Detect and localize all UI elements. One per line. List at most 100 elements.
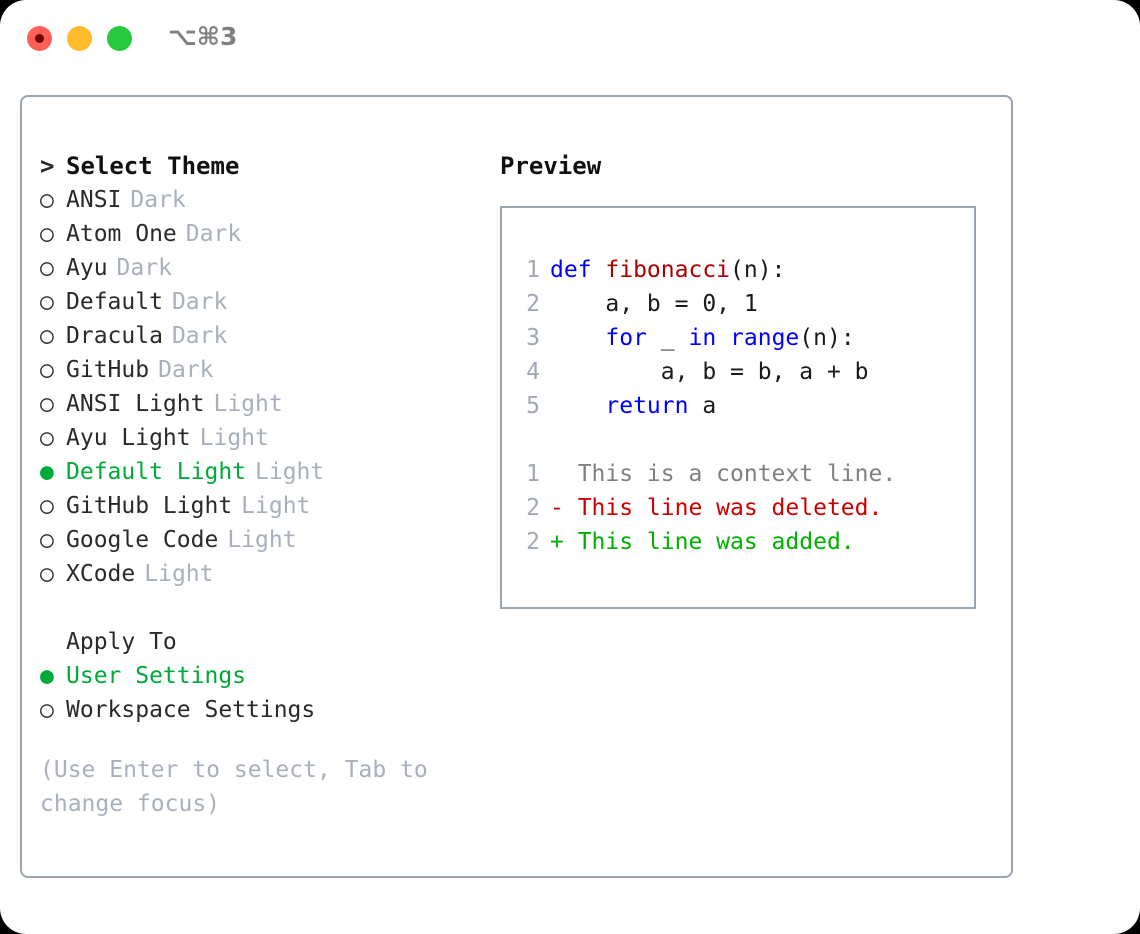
code-line: 2 a, b = 0, 1 — [514, 287, 896, 321]
theme-variant-tag: Light — [199, 425, 269, 451]
code-token: in — [688, 325, 717, 351]
apply-to-options: ●User Settings○Workspace Settings — [40, 659, 480, 727]
preview-title: Preview — [500, 152, 602, 180]
title-bar: ⌥⌘3 — [0, 0, 1140, 78]
theme-list-item[interactable]: ○ Ayu Dark — [40, 251, 480, 285]
line-number: 2 — [526, 495, 540, 521]
theme-variant-tag: Dark — [130, 187, 186, 213]
code-token — [716, 325, 730, 351]
code-token: a, b = 0, 1 — [550, 291, 758, 317]
code-token — [550, 325, 605, 351]
radio-unselected-icon: ○ — [40, 221, 54, 247]
line-number: 4 — [526, 359, 540, 385]
radio-unselected-icon: ○ — [40, 493, 54, 519]
minimize-window-button[interactable] — [67, 26, 92, 51]
code-token: return — [605, 393, 689, 419]
diff-line-text: - This line was deleted. — [550, 495, 883, 521]
line-number: 5 — [526, 393, 540, 419]
theme-name-label: Ayu — [66, 255, 108, 281]
radio-unselected-icon: ○ — [40, 289, 54, 315]
keyboard-hint-text: (Use Enter to select, Tab to change focu… — [40, 757, 428, 817]
line-number: 2 — [526, 291, 540, 317]
code-token: a — [688, 393, 717, 419]
theme-name-label: ANSI — [66, 187, 122, 213]
apply-to-option[interactable]: ●User Settings — [40, 659, 480, 693]
theme-list-item[interactable]: ○ Atom One Dark — [40, 217, 480, 251]
diff-line: 1 This is a context line. — [514, 457, 896, 491]
select-theme-heading-label: Select Theme — [66, 152, 240, 180]
apply-to-option[interactable]: ○Workspace Settings — [40, 693, 480, 727]
code-token: fibonacci — [605, 257, 731, 283]
select-theme-heading: > Select Theme — [40, 149, 480, 183]
close-window-button[interactable] — [27, 26, 52, 51]
code-token: (n): — [799, 325, 855, 351]
theme-variant-tag: Light — [144, 561, 214, 587]
diff-line-text: This is a context line. — [550, 461, 897, 487]
radio-unselected-icon: ○ — [40, 391, 54, 417]
radio-unselected-icon: ○ — [40, 697, 54, 723]
apply-to-heading: Apply To — [66, 629, 177, 655]
prompt-caret-icon: > — [40, 152, 55, 180]
radio-unselected-icon: ○ — [40, 187, 54, 213]
radio-unselected-icon: ○ — [40, 357, 54, 383]
theme-list-item[interactable]: ○ ANSI Dark — [40, 183, 480, 217]
code-line: 4 a, b = b, a + b — [514, 355, 896, 389]
theme-name-label: Dracula — [66, 323, 163, 349]
code-token: range — [730, 325, 800, 351]
code-token: _ — [646, 325, 689, 351]
code-token: def — [550, 257, 606, 283]
radio-selected-icon: ● — [40, 459, 54, 485]
theme-name-label: GitHub — [66, 357, 150, 383]
theme-variant-tag: Light — [241, 493, 311, 519]
theme-variant-tag: Light — [255, 459, 325, 485]
code-line: 1 def fibonacci(n): — [514, 253, 896, 287]
theme-name-label: Default Light — [66, 459, 247, 485]
line-number: 1 — [526, 461, 540, 487]
diff-line: 2 - This line was deleted. — [514, 491, 896, 525]
theme-variant-tag: Light — [213, 391, 283, 417]
theme-list-item[interactable]: ● Default Light Light — [40, 455, 480, 489]
theme-list-item[interactable]: ○ Google Code Light — [40, 523, 480, 557]
code-token: (n): — [730, 257, 786, 283]
radio-unselected-icon: ○ — [40, 527, 54, 553]
diff-line: 2+ This line was added. — [514, 525, 896, 559]
theme-name-label: Default — [66, 289, 163, 315]
theme-name-label: ANSI Light — [66, 391, 205, 417]
radio-unselected-icon: ○ — [40, 323, 54, 349]
theme-name-label: Ayu Light — [66, 425, 191, 451]
line-number: 1 — [526, 257, 540, 283]
theme-list-item[interactable]: ○ Default Dark — [40, 285, 480, 319]
theme-name-label: Google Code — [66, 527, 219, 553]
theme-list-item[interactable]: ○ ANSI Light Light — [40, 387, 480, 421]
theme-variant-tag: Dark — [158, 357, 214, 383]
code-token: for — [605, 325, 647, 351]
theme-name-label: Atom One — [66, 221, 177, 247]
theme-variant-tag: Dark — [116, 255, 172, 281]
code-line: 3 for _ in range(n): — [514, 321, 896, 355]
maximize-window-button[interactable] — [107, 26, 132, 51]
code-token — [550, 393, 605, 419]
line-number: 3 — [526, 325, 540, 351]
theme-variant-tag: Dark — [185, 221, 242, 247]
theme-variant-tag: Dark — [171, 289, 228, 315]
radio-unselected-icon: ○ — [40, 255, 54, 281]
preview-gap — [514, 423, 896, 457]
line-number: 2 — [526, 529, 540, 555]
theme-variant-tag: Light — [227, 527, 297, 553]
list-spacer — [40, 591, 480, 625]
keyboard-shortcut-label: ⌥⌘3 — [168, 22, 238, 51]
radio-unselected-icon: ○ — [40, 561, 54, 587]
theme-list-item[interactable]: ○ GitHub Dark — [40, 353, 480, 387]
code-token: a, b = b, a + b — [550, 359, 869, 385]
